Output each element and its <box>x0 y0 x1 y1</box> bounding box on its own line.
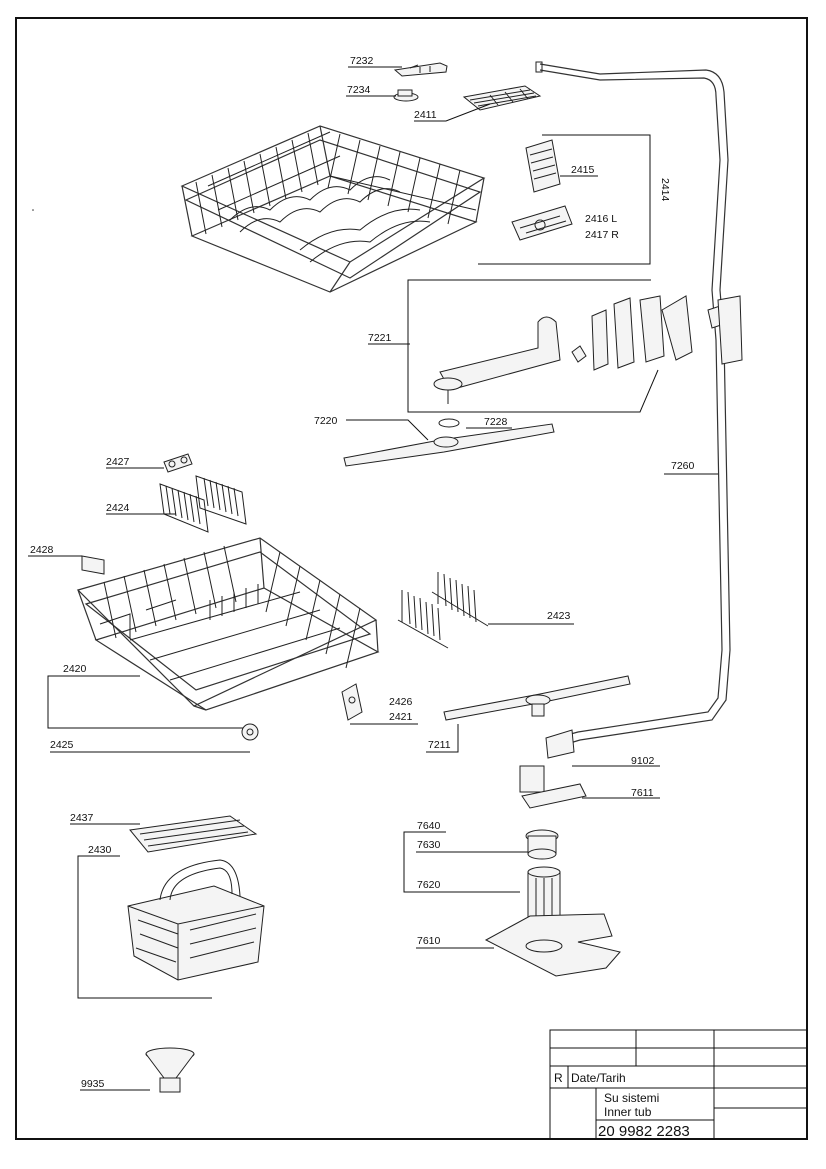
label-2416: 2416 L <box>585 213 617 225</box>
title-block: R Date/Tarih Su sistemi Inner tub 20 998… <box>549 1029 808 1140</box>
part-9102-7611-drawing <box>519 729 587 809</box>
label-2427: 2427 <box>106 456 130 468</box>
label-2415: 2415 <box>571 164 595 176</box>
part-2423-drawing <box>397 572 489 649</box>
part-7211-drawing <box>443 675 631 721</box>
label-7221: 7221 <box>368 332 392 344</box>
label-2437: 2437 <box>70 812 94 824</box>
part-7221-drawing <box>433 295 693 404</box>
label-7260: 7260 <box>671 460 695 472</box>
label-7611: 7611 <box>631 787 654 799</box>
label-2414: 2414 <box>659 178 671 202</box>
title-block-drawing-number: 20 9982 2283 <box>598 1123 690 1140</box>
part-9935-funnel-drawing <box>145 1047 195 1093</box>
part-2428-drawing <box>81 555 105 575</box>
label-7220: 7220 <box>314 415 338 427</box>
label-2425: 2426 <box>389 696 413 708</box>
label-9102: 9102 <box>631 755 655 767</box>
part-2424-drawing <box>159 475 247 533</box>
label-7232: 7232 <box>350 55 374 67</box>
part-2427-drawing <box>163 453 193 473</box>
part-2415-drawing <box>525 139 561 193</box>
part-7232-drawing <box>393 62 448 77</box>
label-7234: 7234 <box>347 84 371 96</box>
label-2411: 2411 <box>414 109 437 121</box>
part-7630-drawing <box>525 829 559 860</box>
part-2416-2417-drawing <box>511 205 573 241</box>
label-2421: 2425 <box>50 739 74 751</box>
title-block-date-label: Date/Tarih <box>571 1071 626 1085</box>
part-7260-pipe-drawing <box>535 61 743 747</box>
label-7630: 7630 <box>417 839 441 851</box>
upper-basket-drawing <box>180 125 486 293</box>
sheet-border <box>15 17 808 1140</box>
title-block-rev-label: R <box>554 1071 563 1085</box>
label-2426: 2421 <box>389 711 413 723</box>
label-7610: 7610 <box>417 935 441 947</box>
label-2417: 2417 R <box>585 229 619 241</box>
title-block-title-tr: Su sistemi <box>604 1091 659 1105</box>
label-2428: 2428 <box>30 544 54 556</box>
label-2424: 2424 <box>106 502 130 514</box>
part-2437-drawing <box>129 815 258 853</box>
label-2430: 2430 <box>88 844 112 856</box>
label-7228: 7228 <box>484 416 508 428</box>
label-7640: 7640 <box>417 820 441 832</box>
part-7610-drawing <box>484 913 621 977</box>
lower-basket-drawing <box>76 537 380 711</box>
label-7211: 7211 <box>428 739 451 751</box>
part-2430-drawing <box>127 859 265 981</box>
label-2423: 2423 <box>547 610 571 622</box>
label-9935: 9935 <box>81 1078 105 1090</box>
label-2420: 2420 <box>63 663 87 675</box>
part-7220-drawing <box>343 418 555 467</box>
title-block-title-en: Inner tub <box>604 1105 652 1119</box>
part-2421-drawing <box>241 723 259 741</box>
label-7620: 7620 <box>417 879 441 891</box>
part-7234-drawing <box>393 89 419 102</box>
part-2411-drawing <box>462 85 542 111</box>
part-2425-2426-drawing <box>341 683 363 721</box>
